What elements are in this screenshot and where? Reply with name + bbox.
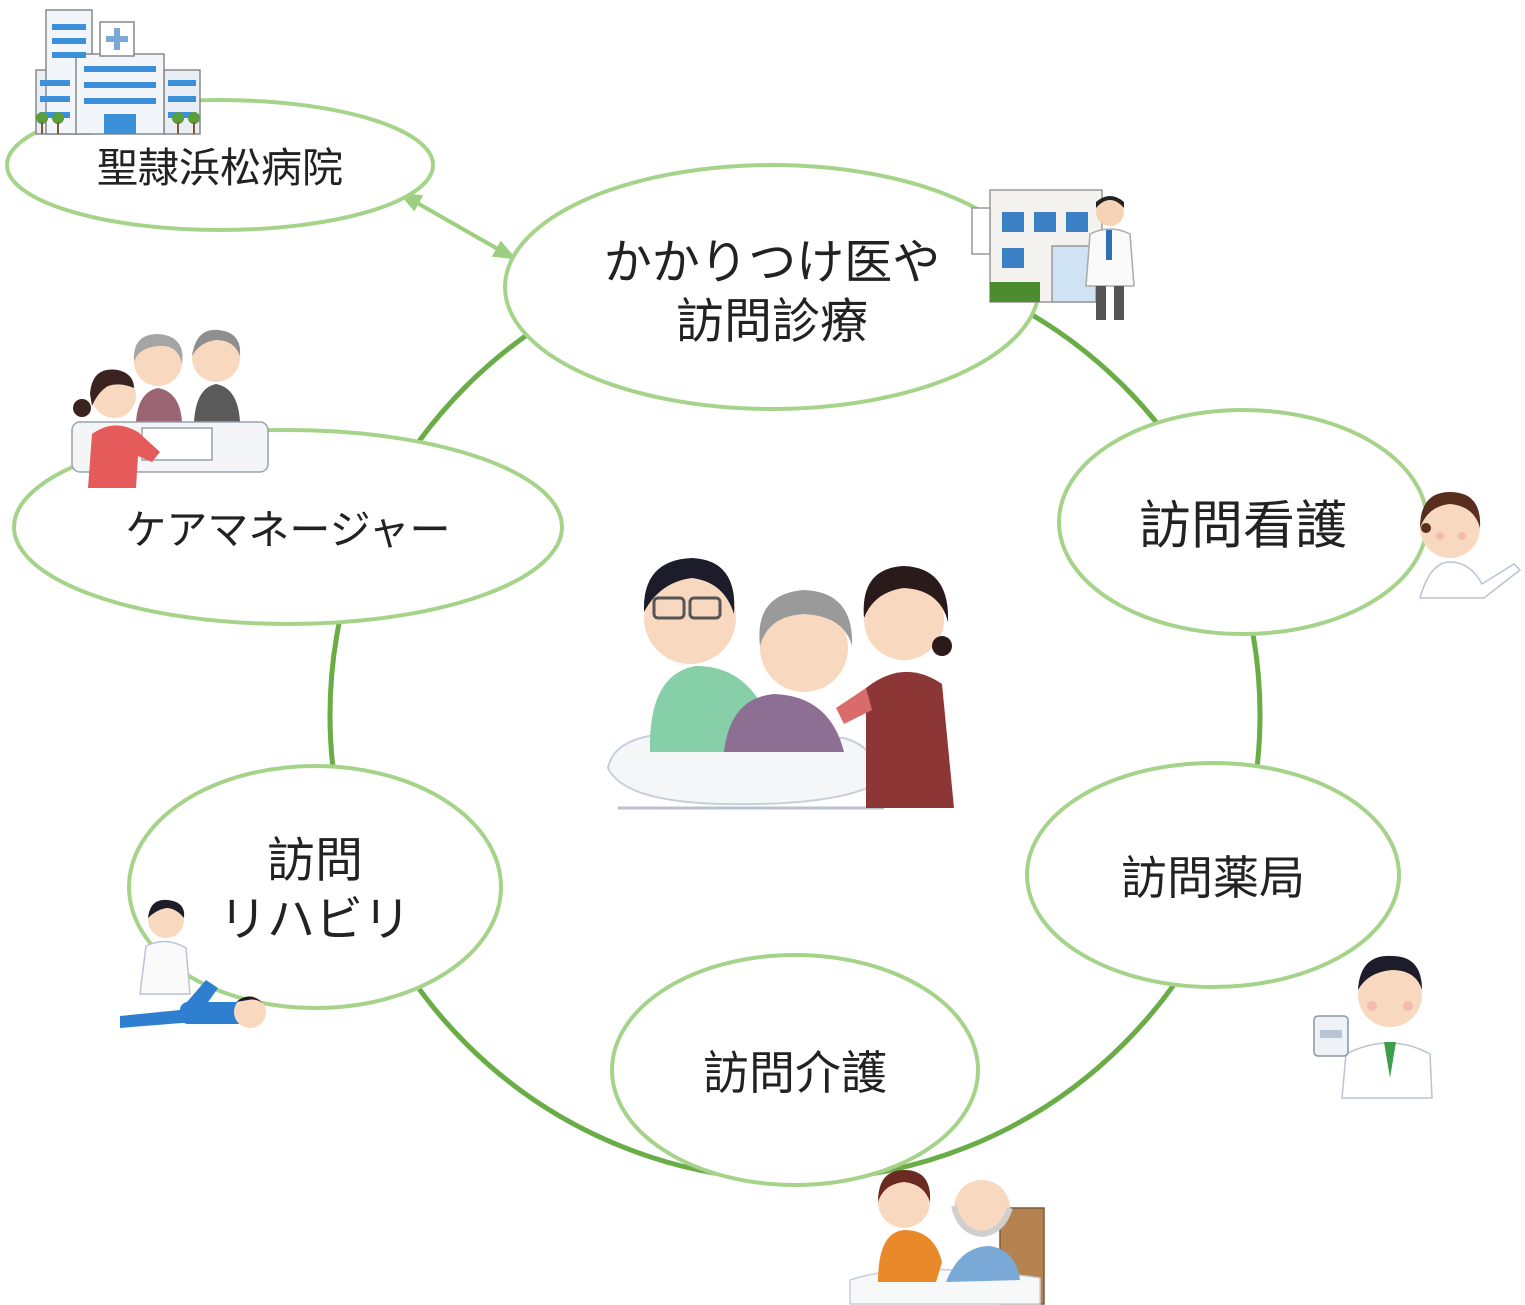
nurse-icon — [1419, 492, 1522, 599]
pharmacy-label: 訪問薬局 — [1121, 850, 1305, 905]
care-ellipse — [610, 953, 980, 1187]
hospital-label: 聖隷浜松病院 — [97, 143, 343, 192]
nursing-label: 訪問看護 — [1138, 496, 1348, 557]
doctor-label-line2: 訪問診療 — [675, 293, 869, 349]
care-manager-consultation-icon — [71, 329, 269, 488]
hospital-building-icon — [35, 9, 201, 135]
rehab-label-line2: リハビリ — [218, 891, 412, 947]
rehab-label: 訪問 リハビリ — [219, 831, 411, 948]
clinic-doctor-icon — [971, 189, 1135, 320]
caremanager-ellipse — [12, 428, 564, 626]
rehab-label-line1: 訪問 — [266, 832, 364, 889]
hospital-doctor-arrow — [398, 192, 517, 260]
pharmacy-ellipse — [1025, 761, 1401, 989]
care-label: 訪問介護 — [703, 1045, 887, 1100]
caregiver-icon — [849, 1170, 1045, 1305]
pharmacist-icon — [1313, 955, 1433, 1099]
doctor-label: かかりつけ医や 訪問診療 — [604, 233, 940, 350]
rehab-ellipse — [127, 764, 503, 1010]
family-patient-icon — [606, 558, 954, 810]
caremanager-label: ケアマネージャー — [125, 505, 451, 554]
doctor-label-line1: かかりつけ医や — [603, 234, 941, 291]
physical-therapist-icon — [120, 899, 266, 1028]
